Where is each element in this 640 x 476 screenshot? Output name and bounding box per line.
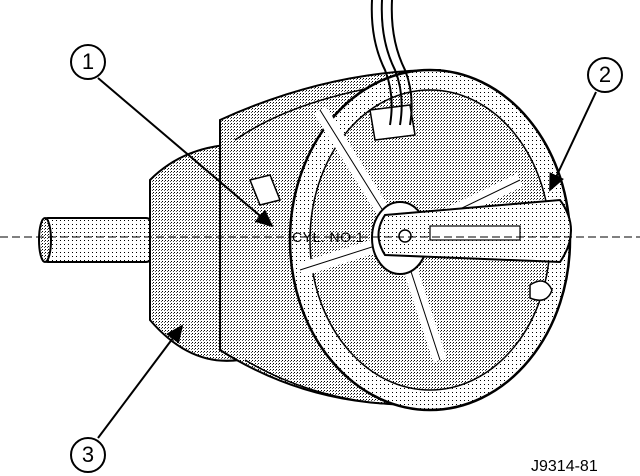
figure-id: J9314-81 (531, 458, 598, 475)
callout-3: 3 (70, 437, 106, 473)
leader-3 (97, 324, 184, 439)
leader-2 (549, 91, 597, 192)
leader-1 (97, 77, 274, 228)
cylinder-label: CYL. NO.1 (292, 229, 365, 245)
pickup-wires (370, 0, 413, 126)
rotor (377, 198, 572, 264)
callout-2: 2 (587, 57, 623, 93)
shaft (38, 217, 153, 263)
callout-1: 1 (70, 44, 106, 80)
